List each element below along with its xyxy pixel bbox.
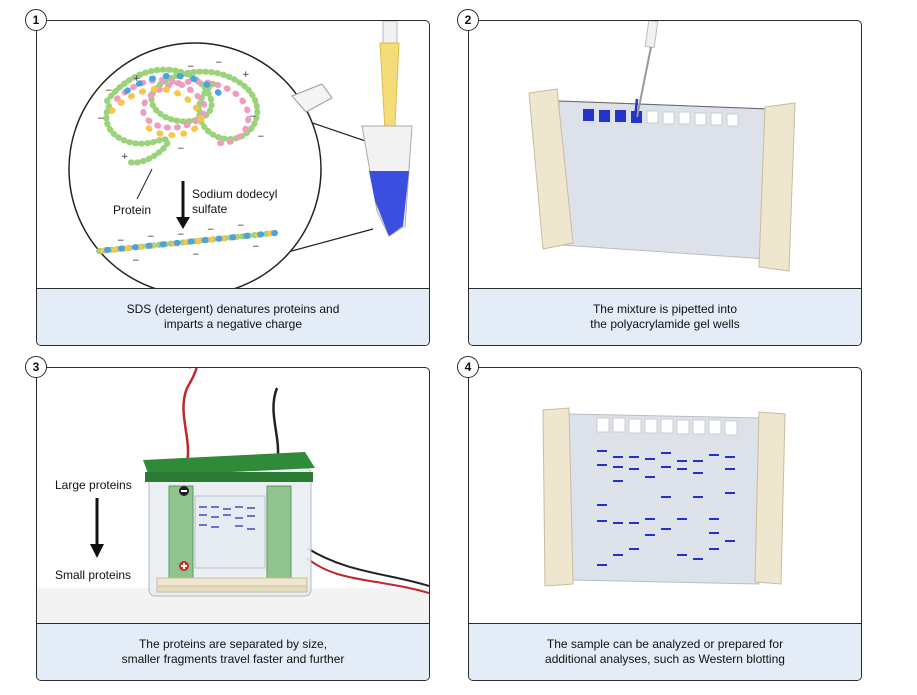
svg-text:−: −: [97, 114, 105, 124]
svg-text:+: +: [242, 70, 250, 80]
protein-bands: [597, 450, 735, 566]
gel-result-illustration: [542, 407, 786, 587]
svg-text:+: +: [133, 74, 141, 84]
caption-step-4: The sample can be analyzed or prepared f…: [469, 623, 861, 680]
caption-step-4-line1: The sample can be analyzed or prepared f…: [546, 637, 784, 651]
caption-step-4-line2: additional analyses, such as Western blo…: [545, 652, 785, 666]
svg-text:−: −: [207, 225, 215, 235]
svg-text:−: −: [237, 221, 245, 231]
panel-step-4: The sample can be analyzed or prepared f…: [468, 367, 862, 681]
small-proteins-label: Small proteins: [55, 568, 132, 582]
caption-step-2-line1: The mixture is pipetted into: [592, 302, 738, 316]
sample-tube: [291, 83, 413, 237]
panel-step-1: −+−+ −−+− −− −−−−− −−− Protein Sodium do…: [36, 20, 430, 346]
pipette: [633, 21, 659, 120]
step-number-3: 3: [25, 356, 47, 378]
svg-text:+: +: [121, 152, 129, 162]
svg-text:−: −: [249, 112, 257, 122]
svg-text:−: −: [177, 144, 185, 154]
svg-text:−: −: [215, 58, 223, 68]
electrophoresis-tank: [143, 452, 315, 597]
svg-text:−: −: [252, 242, 260, 252]
caption-step-1: SDS (detergent) denatures proteins and i…: [37, 288, 429, 345]
svg-text:−: −: [117, 236, 125, 246]
caption-step-1-line1: SDS (detergent) denatures proteins and: [126, 302, 340, 316]
step-number-4: 4: [457, 356, 479, 378]
caption-step-3: The proteins are separated by size, smal…: [37, 623, 429, 680]
svg-text:−: −: [132, 256, 140, 266]
caption-step-3-line1: The proteins are separated by size,: [138, 637, 328, 651]
svg-text:−: −: [257, 132, 265, 142]
panel-step-3: Large proteins Small proteins The protei…: [36, 367, 430, 681]
svg-text:−: −: [105, 86, 113, 96]
caption-step-1-line2: imparts a negative charge: [163, 317, 303, 331]
caption-step-3-line2: smaller fragments travel faster and furt…: [121, 652, 345, 666]
step-number-2: 2: [457, 9, 479, 31]
step-number-1: 1: [25, 9, 47, 31]
large-proteins-label: Large proteins: [55, 478, 132, 492]
electrophoresis-tank-illustration: [37, 368, 429, 624]
protein-label: Protein: [113, 203, 152, 217]
sds-label-line1: Sodium dodecyl: [192, 187, 278, 201]
svg-text:−: −: [177, 230, 185, 240]
sds-label-line2: sulfate: [192, 202, 228, 216]
svg-text:−: −: [187, 62, 195, 72]
panel-step-2: The mixture is pipetted into the polyacr…: [468, 20, 862, 346]
svg-text:−: −: [192, 250, 200, 260]
caption-step-2-line2: the polyacrylamide gel wells: [590, 317, 740, 331]
folded-protein: [103, 66, 261, 166]
gel-loading-illustration: [528, 21, 796, 272]
gel-wells: [583, 109, 739, 127]
sds-denaturing-illustration: −+−+ −−+− −− −−−−− −−−: [68, 21, 413, 289]
svg-text:−: −: [147, 232, 155, 242]
caption-step-2: The mixture is pipetted into the polyacr…: [469, 288, 861, 345]
